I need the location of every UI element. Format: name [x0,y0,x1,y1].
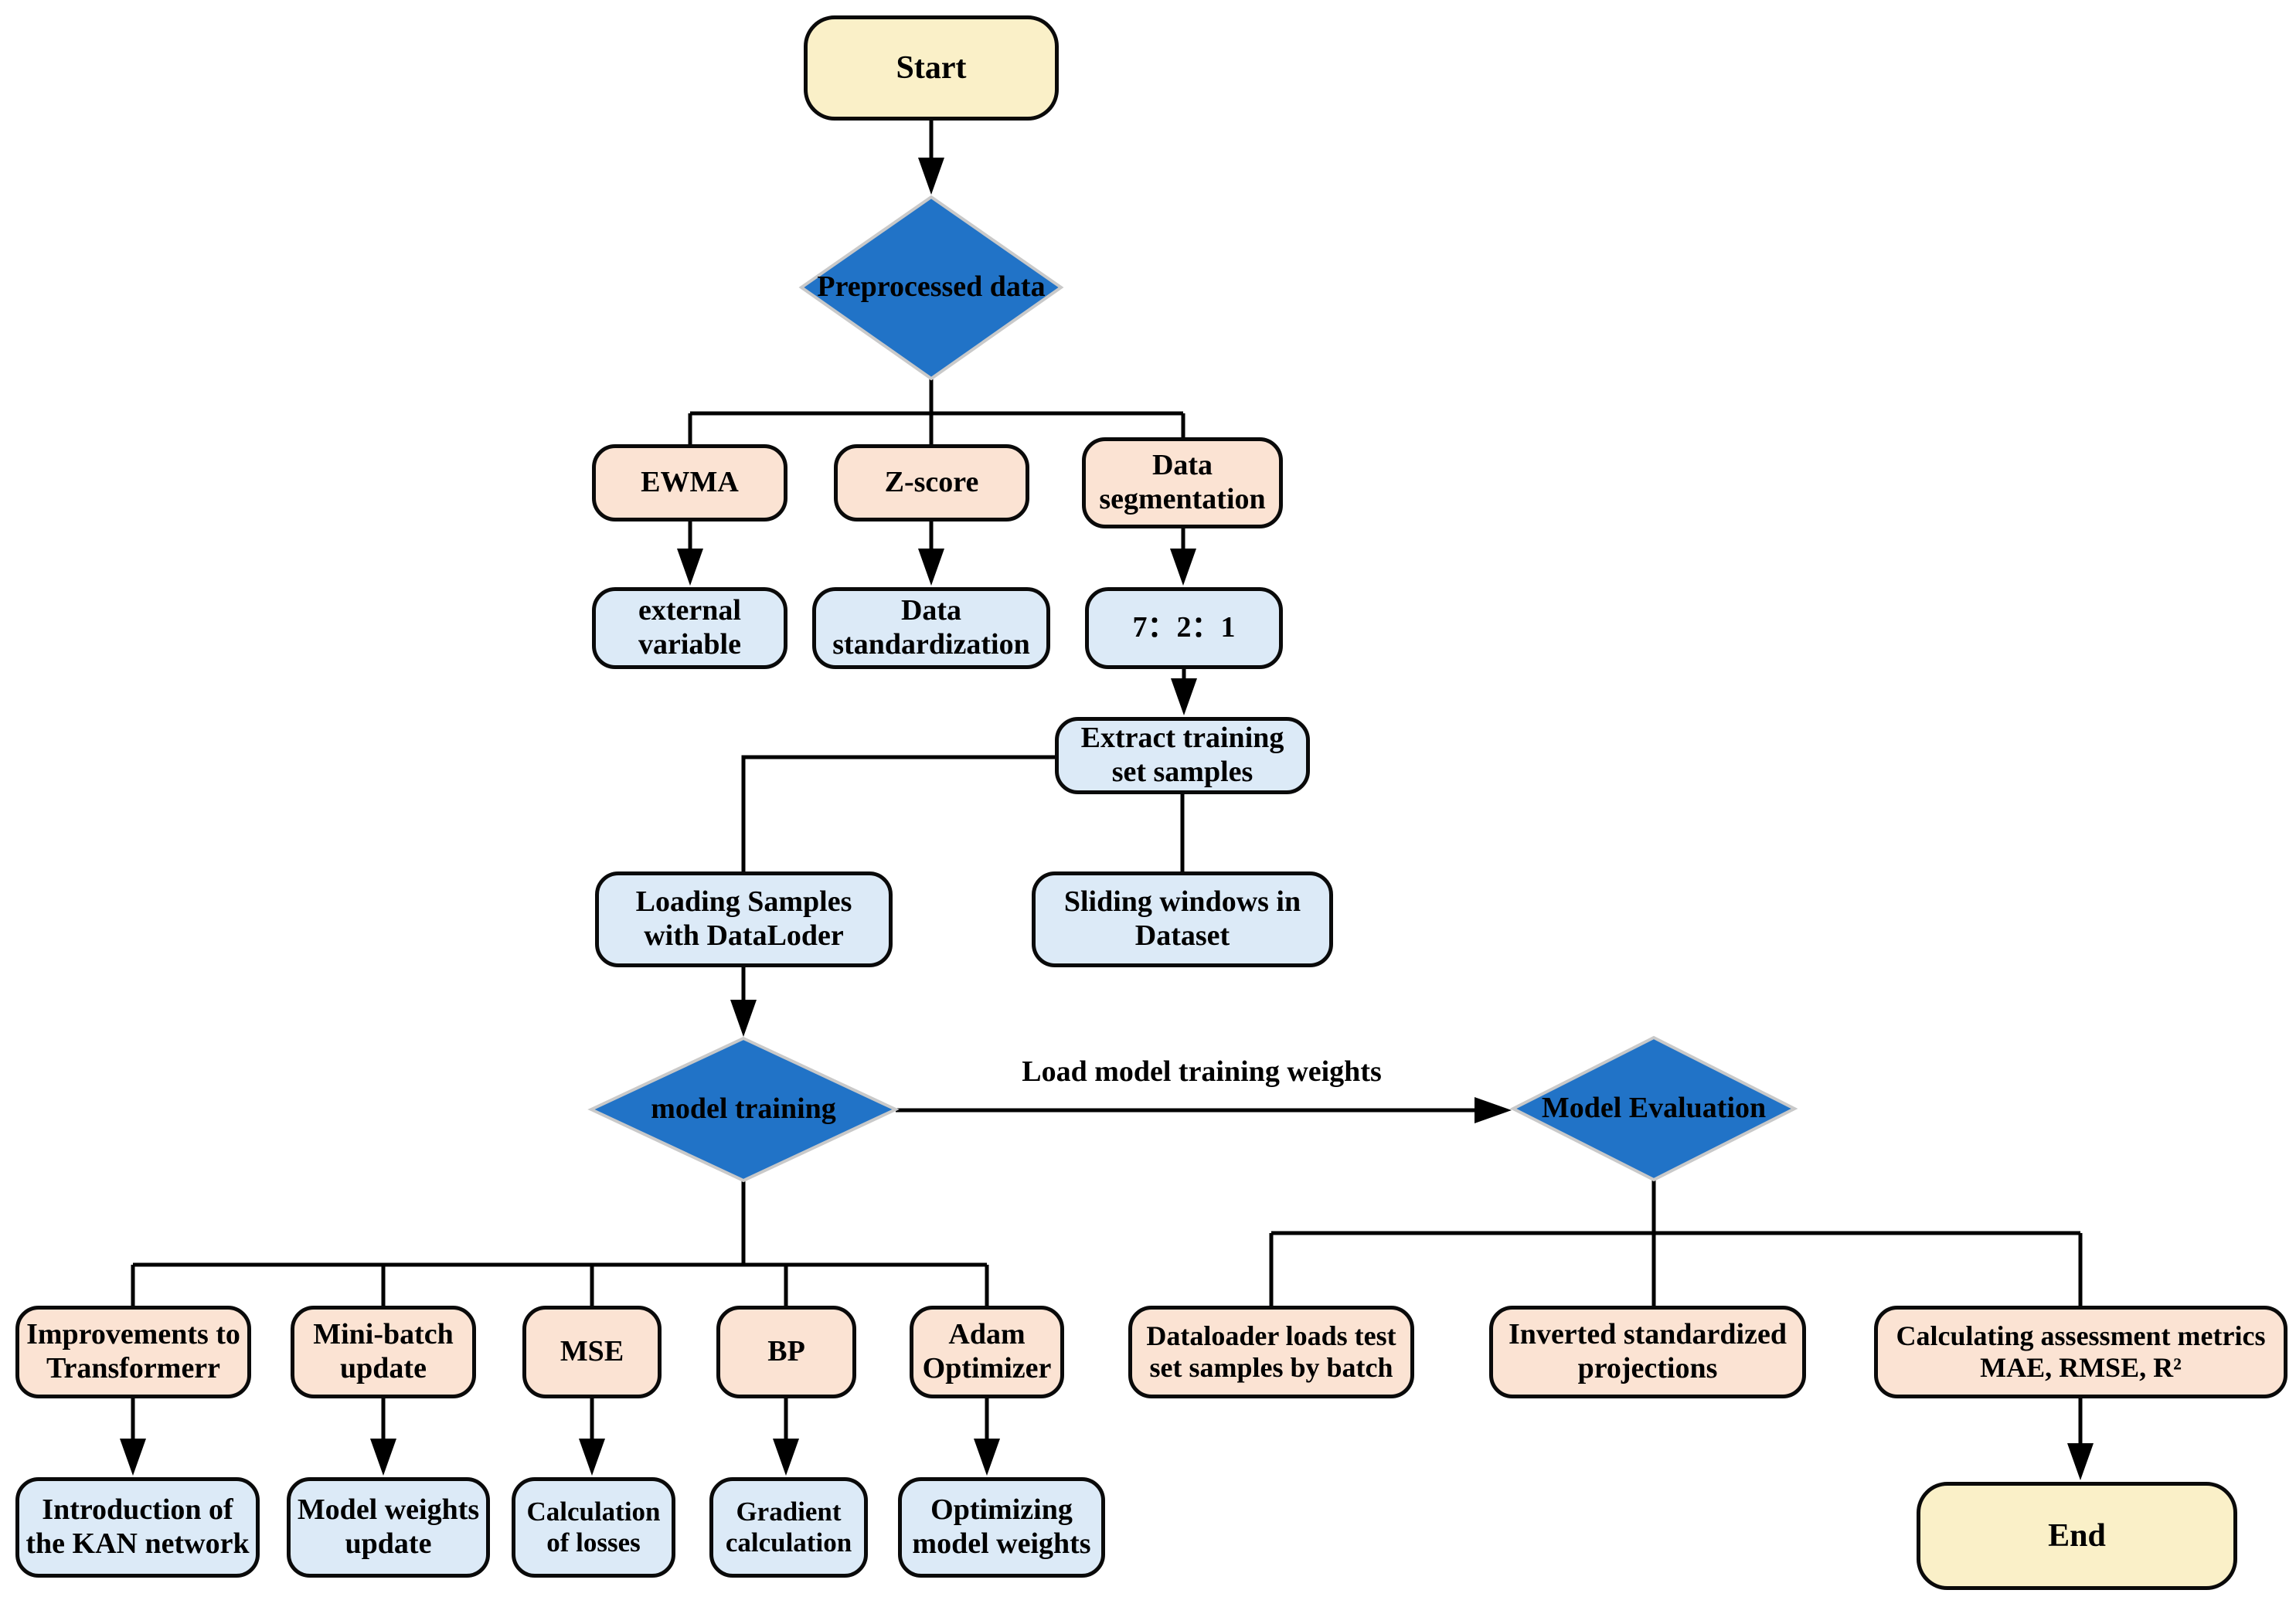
gradient-calculation-node: Gradient calculation [709,1477,868,1578]
model-evaluation-label: Model Evaluation [1541,1092,1767,1125]
model-evaluation-diamond [1509,1035,1798,1182]
lines-extract-children [741,755,1185,871]
extract-training-node: Extract training set samples [1055,717,1310,794]
branch-model-training [131,1181,989,1306]
mse-node: MSE [522,1306,662,1398]
bp-node: BP [716,1306,856,1398]
branch-preprocessed [688,379,1185,444]
data-standardization-node: Data standardization [812,587,1050,669]
arrow-training-to-evaluation [896,1097,1512,1123]
zscore-node: Z-score [834,444,1029,522]
model-weights-update-node: Model weights update [287,1477,490,1578]
arrow-start-to-preprocessed [918,120,944,195]
model-training-diamond [587,1036,900,1183]
inverted-projections-node: Inverted standardized projections [1489,1306,1806,1398]
branch-model-evaluation [1269,1180,2083,1306]
preprocessed-data-diamond [798,195,1064,381]
dataloader-test-node: Dataloader loads test set samples by bat… [1128,1306,1414,1398]
adam-optimizer-node: Adam Optimizer [910,1306,1064,1398]
mini-batch-node: Mini-batch update [291,1306,476,1398]
arrows-preprocess-outputs [677,522,1196,586]
start-node: Start [804,15,1059,121]
improvements-transformer-node: Improvements to Transformerr [15,1306,251,1398]
sliding-windows-node: Sliding windows in Dataset [1032,871,1333,967]
arrow-loading-to-training [730,967,757,1037]
calculation-losses-node: Calculation of losses [512,1477,675,1578]
load-weights-edge-label: Load model training weights [1022,1055,1382,1089]
intro-kan-node: Introduction of the KAN network [15,1477,260,1578]
external-variable-node: external variable [592,587,787,669]
assessment-metrics-node: Calculating assessment metrics MAE, RMSE… [1874,1306,2287,1398]
model-training-label: model training [651,1092,836,1126]
optimizing-weights-node: Optimizing model weights [898,1477,1105,1578]
split-ratio-node: 7：2：1 [1085,587,1283,669]
data-segmentation-node: Data segmentation [1082,437,1283,528]
preprocessed-data-label: Preprocessed data [817,270,1046,304]
end-node: End [1917,1482,2237,1590]
loading-samples-node: Loading Samples with DataLoder [595,871,893,967]
arrow-ratio-to-extract [1171,669,1197,715]
ewma-node: EWMA [592,444,787,522]
arrows-training-components [120,1398,1000,1476]
arrow-metrics-to-end [2067,1398,2094,1480]
